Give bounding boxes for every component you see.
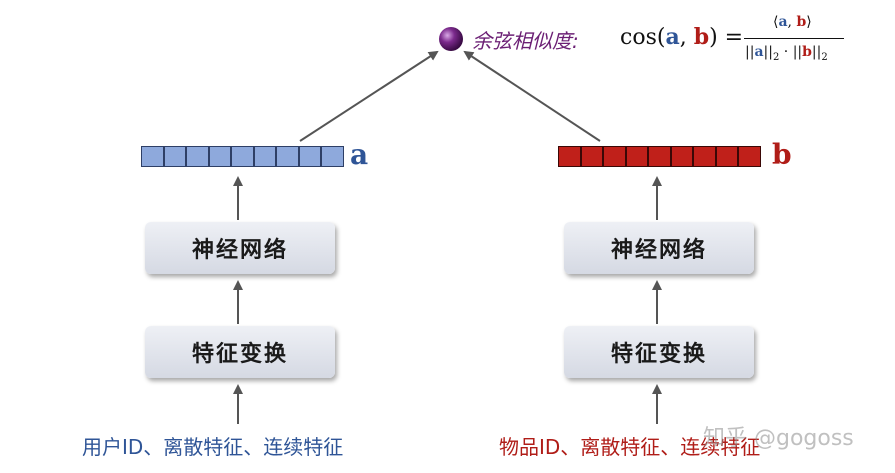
vector-b-label: b (772, 138, 792, 171)
vector-b-cell (558, 146, 581, 167)
numerator-b: b (796, 14, 807, 30)
vector-a-cell (141, 146, 164, 167)
right-neural-network-box: 神经网络 (564, 222, 754, 274)
similarity-label: 余弦相似度: (472, 29, 579, 53)
vector-a-cell (208, 146, 231, 167)
vector-b-cell (715, 146, 738, 167)
arrow-a-to-similarity (299, 50, 439, 142)
formula-denominator: ||a||2 · ||b||2 (745, 44, 828, 63)
formula-lhs-b: b (693, 24, 710, 50)
vector-b-cell (603, 146, 626, 167)
vector-b-cell (625, 146, 648, 167)
vector-b-cell (693, 146, 716, 167)
vector-a-label: a (350, 138, 369, 171)
arrow-b-to-similarity (463, 50, 601, 142)
formula-numerator: ⟨a, b⟩ (773, 14, 812, 30)
vector-a-cell (298, 146, 321, 167)
right-feature-transform-box: 特征变换 (564, 326, 754, 378)
vector-a-cell (163, 146, 186, 167)
numerator-open-bracket: ⟨ (773, 14, 779, 30)
left-feature-transform-box: 特征变换 (145, 326, 335, 378)
formula-lhs-a: a (665, 24, 680, 50)
denominator-dot: · (779, 44, 793, 60)
formula-lhs-comma: , (679, 25, 694, 50)
denominator-a: a (754, 44, 764, 60)
formula-lhs: cos(a, b) = (620, 24, 743, 50)
item-input-caption: 物品ID、离散特征、连续特征 (499, 435, 761, 459)
numerator-a: a (778, 14, 788, 30)
denominator-norm-close-b: || (811, 44, 822, 60)
vector-a-cell (321, 146, 344, 167)
vector-b-cell (580, 146, 603, 167)
formula-cos: cos( (620, 25, 666, 50)
vector-b-cell (670, 146, 693, 167)
watermark: 知乎 @gogoss (703, 426, 854, 451)
denominator-b: b (802, 44, 812, 60)
denominator-norm-close-a: || (763, 44, 773, 60)
fraction-bar (744, 38, 844, 39)
vector-a-cell (253, 146, 276, 167)
vector-b-cell (738, 146, 761, 167)
vector-a-cell (186, 146, 209, 167)
numerator-comma: , (787, 14, 797, 30)
user-input-caption: 用户ID、离散特征、连续特征 (82, 435, 344, 459)
vector-a-cell (276, 146, 299, 167)
numerator-close-bracket: ⟩ (806, 14, 812, 30)
denominator-subscript-b: 2 (821, 51, 828, 63)
denominator-norm-open-b: || (792, 44, 803, 60)
formula-lhs-close: ) = (709, 25, 744, 50)
user-embedding-vector (141, 146, 344, 167)
denominator-subscript-a: 2 (772, 51, 780, 63)
vector-a-cell (231, 146, 254, 167)
similarity-node-icon (439, 27, 463, 51)
denominator-norm-open-a: || (745, 44, 755, 60)
vector-b-cell (648, 146, 671, 167)
item-embedding-vector (558, 146, 761, 167)
left-neural-network-box: 神经网络 (145, 222, 335, 274)
